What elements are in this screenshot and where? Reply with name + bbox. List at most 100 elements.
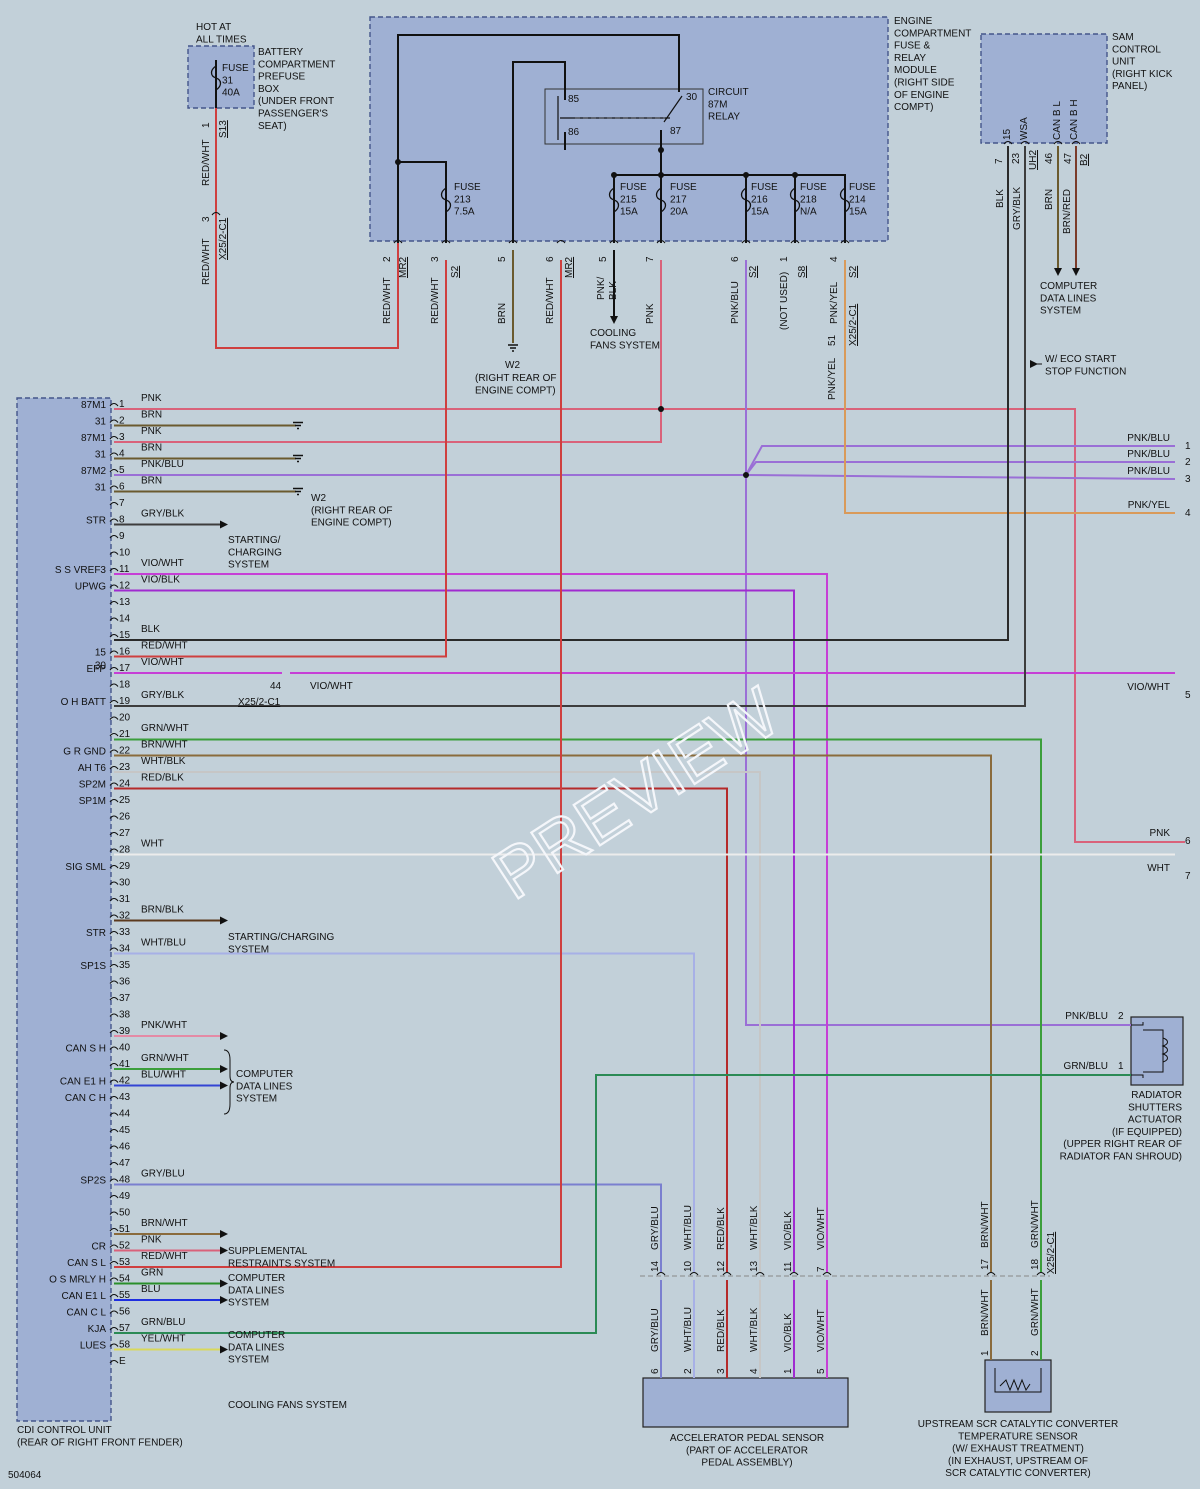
ecm-module-label: RELAY: [894, 53, 926, 64]
cdi-wire-label: RED/WHT: [141, 641, 188, 652]
sam-pin-number: 46: [1044, 152, 1055, 164]
ecm-module-label: (RIGHT SIDE: [894, 78, 955, 89]
module-conn: MR2: [564, 256, 575, 278]
cdi-pin-number: 57: [119, 1323, 131, 1334]
right-pin-number: 4: [1185, 508, 1191, 519]
connector-mark: [109, 1178, 119, 1182]
cdi-pin-name: SP2S: [80, 1176, 106, 1187]
scr-conn: X25/2-C1: [1046, 1231, 1057, 1274]
battery-fuse-label: FUSE: [222, 63, 249, 74]
connector-mark: [656, 1271, 666, 1276]
connector-mark: [1036, 1271, 1046, 1276]
arrow-head: [1072, 268, 1080, 276]
cdi-pin-number: 4: [119, 449, 125, 460]
module-conn: MR2: [398, 256, 409, 278]
sam-pin-number: 23: [1011, 152, 1022, 164]
sam-pin: WSA: [1019, 117, 1030, 140]
cdi-pin-number: 32: [119, 911, 131, 922]
cdi-pin-name: SP1S: [80, 961, 106, 972]
module-pin: 5: [598, 256, 609, 262]
srs-label: RESTRAINTS SYSTEM: [228, 1258, 335, 1269]
cdi-pin-number: 24: [119, 779, 131, 790]
scr-label: UPSTREAM SCR CATALYTIC CONVERTER: [918, 1419, 1118, 1430]
wire-pin12: [114, 589, 795, 1272]
right-pin-number: 3: [1185, 474, 1191, 485]
connector-mark: [109, 881, 119, 885]
right-wire-label: PNK: [1149, 828, 1170, 839]
arrow-head: [220, 916, 228, 925]
wire-pnkblu-3: [745, 474, 1176, 480]
aps-bottom-pin: 5: [816, 1368, 827, 1374]
module-pin: 5: [497, 256, 508, 262]
cdi-pin-number: 23: [119, 762, 131, 773]
connector-mark: [822, 1271, 832, 1276]
connector-mark: [689, 1271, 699, 1276]
module-fuse-label: 214: [849, 194, 866, 205]
aps-top-pin: 10: [683, 1260, 694, 1272]
cdi-pin-number: 56: [119, 1307, 131, 1318]
connector-mark: [109, 815, 119, 819]
ecm-module-label: COMPT): [894, 102, 933, 113]
battery-box-label: BATTERY: [258, 47, 304, 58]
connector-mark: [109, 666, 119, 671]
cdi-wire-label: BRN: [141, 476, 162, 487]
module-pin: 6: [730, 256, 741, 262]
scr-bottom-pin: 1: [980, 1350, 991, 1356]
module-fuse-label: 217: [670, 194, 687, 205]
wire-pin1-pnk: [114, 408, 1185, 843]
cdi-wire-label: WHT/BLU: [141, 938, 186, 949]
arrow-head: [220, 1032, 228, 1040]
cdi-pin-number: 28: [119, 845, 131, 856]
sam-pin-number: 7: [994, 158, 1005, 164]
arrow-head: [220, 1296, 228, 1304]
battery-fuse-label: 40A: [222, 88, 240, 99]
connector-mark: [1071, 140, 1081, 145]
aps-label: ACCELERATOR PEDAL SENSOR: [670, 1433, 824, 1444]
aps-wire-label: VIO/BLK: [783, 1313, 794, 1352]
cdi-wire-label: GRY/BLK: [141, 690, 184, 701]
sam-conn: UH2: [1028, 150, 1039, 170]
connector-mark: [109, 980, 119, 984]
splice-dot: [658, 147, 664, 153]
module-fuse-label: FUSE: [751, 182, 778, 193]
cdi-pin-name: 31: [95, 483, 107, 494]
connector-mark: [109, 1194, 119, 1199]
cdi-pin-number: 15: [119, 630, 131, 641]
right-pin-number: 7: [1185, 871, 1191, 882]
module-fuse-label: FUSE: [454, 182, 481, 193]
relay-pin: 86: [568, 127, 580, 138]
battery-pin2: 3: [201, 216, 212, 222]
scr-wire-label: BRN/WHT: [980, 1201, 991, 1248]
cdi-wire-label: BRN/WHT: [141, 1218, 188, 1229]
actuator-coil: [1131, 1022, 1164, 1078]
aps-wire-label: WHT/BLK: [749, 1307, 760, 1352]
radiator-label: RADIATOR: [1131, 1090, 1182, 1101]
cdi-pin-number: 30: [119, 878, 131, 889]
cdi-wire-label: BRN/WHT: [141, 740, 188, 751]
connector-mark: [109, 1293, 119, 1298]
sam-wire-label: BRN: [1044, 189, 1055, 210]
module-fuse-label: 15A: [620, 207, 638, 218]
radiator-pin: 1: [1118, 1061, 1124, 1072]
connector-mark: [109, 1046, 119, 1050]
ecm-module-label: OF ENGINE: [894, 90, 949, 101]
aps-top-pin: 12: [716, 1260, 727, 1272]
pnkyel-label: PNK/YEL: [827, 357, 838, 400]
connector-mark: [109, 501, 119, 506]
cdi-pin-number: 33: [119, 927, 131, 938]
connector-mark: [109, 831, 119, 836]
sam-dest-label: DATA LINES: [1040, 293, 1097, 304]
relay-label: RELAY: [708, 112, 740, 123]
cdi-pin-number: 53: [119, 1257, 131, 1268]
scr-label: SCR CATALYTIC CONVERTER): [945, 1468, 1090, 1479]
cdi-pin-number: 51: [119, 1224, 131, 1235]
w2-label: (RIGHT REAR OF: [475, 373, 556, 384]
internal-bus: [398, 161, 447, 243]
battery-wire-label: RED/WHT: [201, 139, 212, 186]
fuse-symbol: [210, 65, 222, 91]
wire-pin23: [114, 771, 761, 1272]
battery-box-label: (UNDER FRONT: [258, 96, 334, 107]
wire-red-wht-battery: [215, 108, 399, 349]
connector-mark: [109, 864, 119, 869]
connector-mark: [109, 1145, 119, 1149]
